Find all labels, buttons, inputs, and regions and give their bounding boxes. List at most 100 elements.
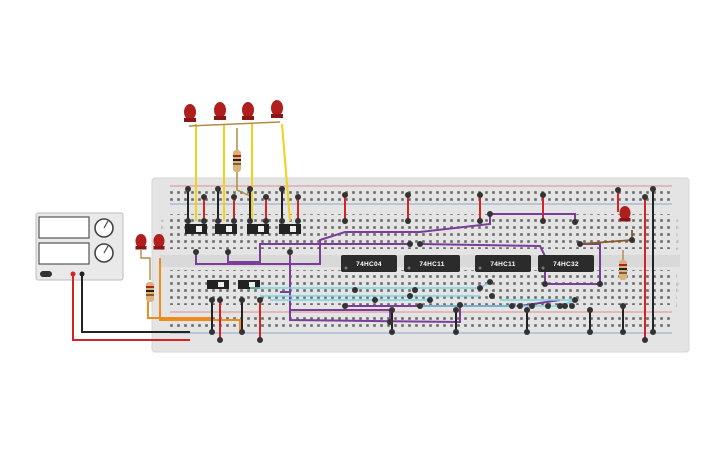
chip-74hc32[interactable]: 74HC32 [538, 255, 594, 272]
wire-endpoint[interactable] [247, 186, 253, 192]
wire-endpoint[interactable] [389, 329, 395, 335]
wire-endpoint[interactable] [487, 279, 493, 285]
wire-endpoint[interactable] [453, 329, 459, 335]
wire-endpoint[interactable] [540, 218, 546, 224]
wire-endpoint[interactable] [217, 297, 223, 303]
dip-switches-top[interactable] [185, 224, 301, 234]
wire-endpoint[interactable] [215, 186, 221, 192]
led-row-top[interactable] [184, 100, 283, 122]
wire-endpoint[interactable] [231, 194, 237, 200]
wire-endpoint[interactable] [524, 329, 530, 335]
wire-endpoint[interactable] [201, 218, 207, 224]
wire-endpoint[interactable] [569, 303, 575, 309]
wire-endpoint[interactable] [405, 192, 411, 198]
wire-endpoint[interactable] [650, 329, 656, 335]
wire-endpoint[interactable] [257, 337, 263, 343]
wire-endpoint[interactable] [557, 303, 563, 309]
wire-endpoint[interactable] [247, 218, 253, 224]
chips[interactable]: 74HC04 74HC11 74HC11 74HC32 [341, 255, 594, 272]
wire-endpoint[interactable] [201, 194, 207, 200]
wire-endpoint[interactable] [387, 319, 393, 325]
wire-endpoint[interactable] [193, 249, 199, 255]
wire-endpoint[interactable] [540, 192, 546, 198]
wire-endpoint[interactable] [231, 218, 237, 224]
wire-endpoint[interactable] [417, 303, 423, 309]
wire-endpoint[interactable] [587, 329, 593, 335]
wire-endpoint[interactable] [562, 303, 568, 309]
led[interactable] [214, 102, 226, 120]
wire-endpoint[interactable] [279, 186, 285, 192]
wire-endpoint[interactable] [509, 303, 515, 309]
wire-endpoint[interactable] [279, 218, 285, 224]
wire-endpoint[interactable] [457, 302, 463, 308]
wire-endpoint[interactable] [342, 192, 348, 198]
wire-endpoint[interactable] [352, 287, 358, 293]
led[interactable] [242, 102, 254, 120]
wire-endpoint[interactable] [642, 337, 648, 343]
wire-endpoint[interactable] [545, 303, 551, 309]
led-group-right[interactable] [619, 206, 631, 280]
led[interactable] [619, 206, 631, 222]
wire-endpoint[interactable] [615, 187, 621, 193]
chip-label: 74HC32 [553, 261, 579, 268]
wire-endpoint[interactable] [542, 281, 548, 287]
wire-endpoint[interactable] [407, 293, 413, 299]
wire-endpoint[interactable] [239, 329, 245, 335]
wire-endpoint[interactable] [517, 303, 523, 309]
led[interactable] [135, 234, 147, 250]
led[interactable] [153, 234, 165, 250]
wire-endpoint[interactable] [412, 287, 418, 293]
wire-endpoint[interactable] [572, 297, 578, 303]
chip-74hc04[interactable]: 74HC04 [341, 255, 397, 272]
wire-endpoint[interactable] [209, 329, 215, 335]
chip-74hc11-a[interactable]: 74HC11 [404, 255, 460, 272]
power-switch[interactable] [40, 271, 52, 277]
chip-74hc11-b[interactable]: 74HC11 [475, 255, 531, 272]
wire-endpoint[interactable] [577, 241, 583, 247]
wire-endpoint[interactable] [209, 297, 215, 303]
led-group-left[interactable] [135, 234, 165, 302]
wire-endpoint[interactable] [295, 194, 301, 200]
led[interactable] [271, 100, 283, 118]
svg-text:h: h [676, 288, 679, 293]
wire-endpoint[interactable] [295, 218, 301, 224]
rail-wires-top [187, 189, 654, 340]
power-supply[interactable] [35, 212, 124, 281]
wire-endpoint[interactable] [287, 249, 293, 255]
wire-endpoint[interactable] [417, 241, 423, 247]
wire-endpoint[interactable] [185, 218, 191, 224]
wire-endpoint[interactable] [225, 249, 231, 255]
wire-endpoint[interactable] [239, 297, 245, 303]
wire-endpoint[interactable] [257, 297, 263, 303]
wire-endpoint[interactable] [620, 303, 626, 309]
wire-endpoint[interactable] [572, 219, 578, 225]
wire-endpoint[interactable] [372, 297, 378, 303]
dip-switches-middle[interactable] [207, 280, 260, 289]
wire-endpoint[interactable] [629, 237, 635, 243]
wire-endpoint[interactable] [342, 218, 348, 224]
wire-endpoint[interactable] [453, 307, 459, 313]
wire-endpoint[interactable] [477, 285, 483, 291]
led[interactable] [184, 104, 196, 122]
wire-endpoint[interactable] [389, 307, 395, 313]
wire-endpoint[interactable] [185, 186, 191, 192]
wire-endpoint[interactable] [620, 329, 626, 335]
wire-endpoint[interactable] [597, 281, 603, 287]
wire-endpoint[interactable] [263, 194, 269, 200]
wire-endpoint[interactable] [342, 303, 348, 309]
wire-endpoint[interactable] [427, 297, 433, 303]
wire-endpoint[interactable] [477, 192, 483, 198]
wire-endpoint[interactable] [642, 194, 648, 200]
wire-endpoint[interactable] [217, 337, 223, 343]
wire-endpoint[interactable] [650, 186, 656, 192]
wire-endpoint[interactable] [263, 218, 269, 224]
wire-endpoint[interactable] [529, 303, 535, 309]
wire-endpoint[interactable] [405, 218, 411, 224]
wire-endpoint[interactable] [524, 307, 530, 313]
wire-endpoint[interactable] [407, 241, 413, 247]
wire-endpoint[interactable] [477, 218, 483, 224]
wire-endpoint[interactable] [587, 307, 593, 313]
wire-endpoint[interactable] [489, 293, 495, 299]
wire-endpoint[interactable] [487, 211, 493, 217]
wire-endpoint[interactable] [215, 218, 221, 224]
